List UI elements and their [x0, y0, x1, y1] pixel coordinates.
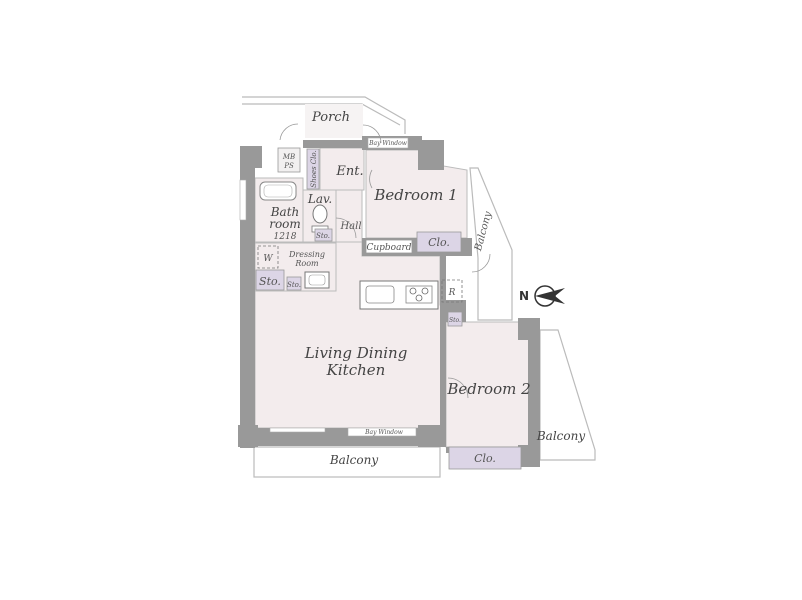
burner-1 — [409, 287, 417, 295]
wall-corner-b2 — [518, 445, 540, 467]
kitchen-sink — [365, 285, 395, 304]
bath-label-line2: room — [269, 217, 301, 231]
sto-lav-label: Sto. — [316, 232, 330, 240]
ps-label: PS — [283, 162, 294, 170]
shoe-closet — [306, 148, 320, 190]
dressing-label-line1: Dressing — [288, 250, 325, 259]
mb-ps — [277, 147, 301, 173]
bay-window-top — [367, 137, 409, 149]
door-entrance — [362, 124, 382, 144]
dressing-label-line2: Room — [294, 259, 319, 268]
bay-window-bottom — [347, 427, 417, 437]
wall-corner-tl — [240, 146, 262, 168]
door-bed1-balcony — [471, 253, 491, 273]
bedroom-1-label: Bedroom 1 — [373, 186, 457, 204]
burner-3 — [415, 294, 423, 302]
sto-main-label: Sto. — [259, 275, 281, 288]
compass-icon: N — [519, 285, 565, 307]
balcony-bottom-label: Balcony — [329, 453, 378, 467]
window-bottom-1 — [269, 427, 326, 433]
wall-mid — [440, 256, 446, 446]
balcony-side — [469, 167, 513, 321]
bay-window-bottom-label: Bay Window — [364, 429, 404, 436]
porch-floor — [305, 104, 363, 138]
burner-2 — [421, 287, 429, 295]
cupboard-label: Cupboard — [366, 243, 411, 253]
wall-bed2-right — [528, 322, 540, 462]
wall-corner-br — [518, 318, 540, 340]
washer-space — [257, 245, 279, 269]
wall-corner-tr — [418, 140, 444, 170]
door-porch — [279, 123, 299, 141]
hall-label: Hall — [339, 221, 361, 232]
lav-label: Lav. — [307, 192, 332, 206]
cupboard — [365, 239, 413, 254]
sto-small-label: Sto. — [287, 281, 301, 289]
storage-kitchen — [447, 311, 463, 327]
hall — [335, 189, 363, 243]
bedroom-2-label: Bedroom 2 — [446, 380, 530, 398]
bath-size-label: 1218 — [274, 232, 297, 242]
fridge-space — [441, 279, 463, 303]
closet-2-label: Clo. — [474, 452, 496, 465]
washer-label: W — [263, 254, 273, 264]
wall-corner-bm — [418, 425, 446, 447]
bathtub-inner — [263, 184, 293, 198]
bay-window-top-label: Bay Window — [368, 140, 408, 147]
storage-main — [255, 269, 285, 291]
ldk-label-line2: Kitchen — [326, 361, 386, 379]
storage-lav — [314, 228, 333, 242]
compass-north-label: N — [519, 289, 529, 303]
closet-1 — [416, 231, 462, 253]
porch-label: Porch — [311, 110, 350, 125]
window-left-1 — [239, 179, 247, 221]
toilet — [312, 204, 328, 224]
closet-2 — [448, 446, 522, 470]
wall-corner-bl — [238, 425, 258, 447]
ldk-label-line1: Living Dining — [304, 344, 408, 362]
fridge-label: R — [448, 288, 456, 298]
sto-kitchen-label: Sto. — [449, 317, 461, 324]
bath-label-line1: Bath — [270, 205, 300, 219]
kitchen-stove — [405, 285, 433, 304]
washbasin-bowl — [308, 274, 326, 286]
storage-small — [286, 276, 302, 291]
entrance-label: Ent. — [335, 164, 363, 179]
door-hall — [335, 217, 357, 239]
balcony-bottom — [253, 446, 441, 478]
balcony-right-label: Balcony — [536, 429, 585, 443]
door-bed1 — [369, 169, 373, 189]
shoe-closet-label: Shoes Clo. — [310, 150, 318, 187]
mb-label: MB — [282, 153, 295, 161]
wall-left — [240, 150, 255, 448]
closet-1-label: Clo. — [428, 236, 450, 249]
wall-entrance — [303, 140, 365, 148]
door-bed2 — [447, 377, 469, 399]
